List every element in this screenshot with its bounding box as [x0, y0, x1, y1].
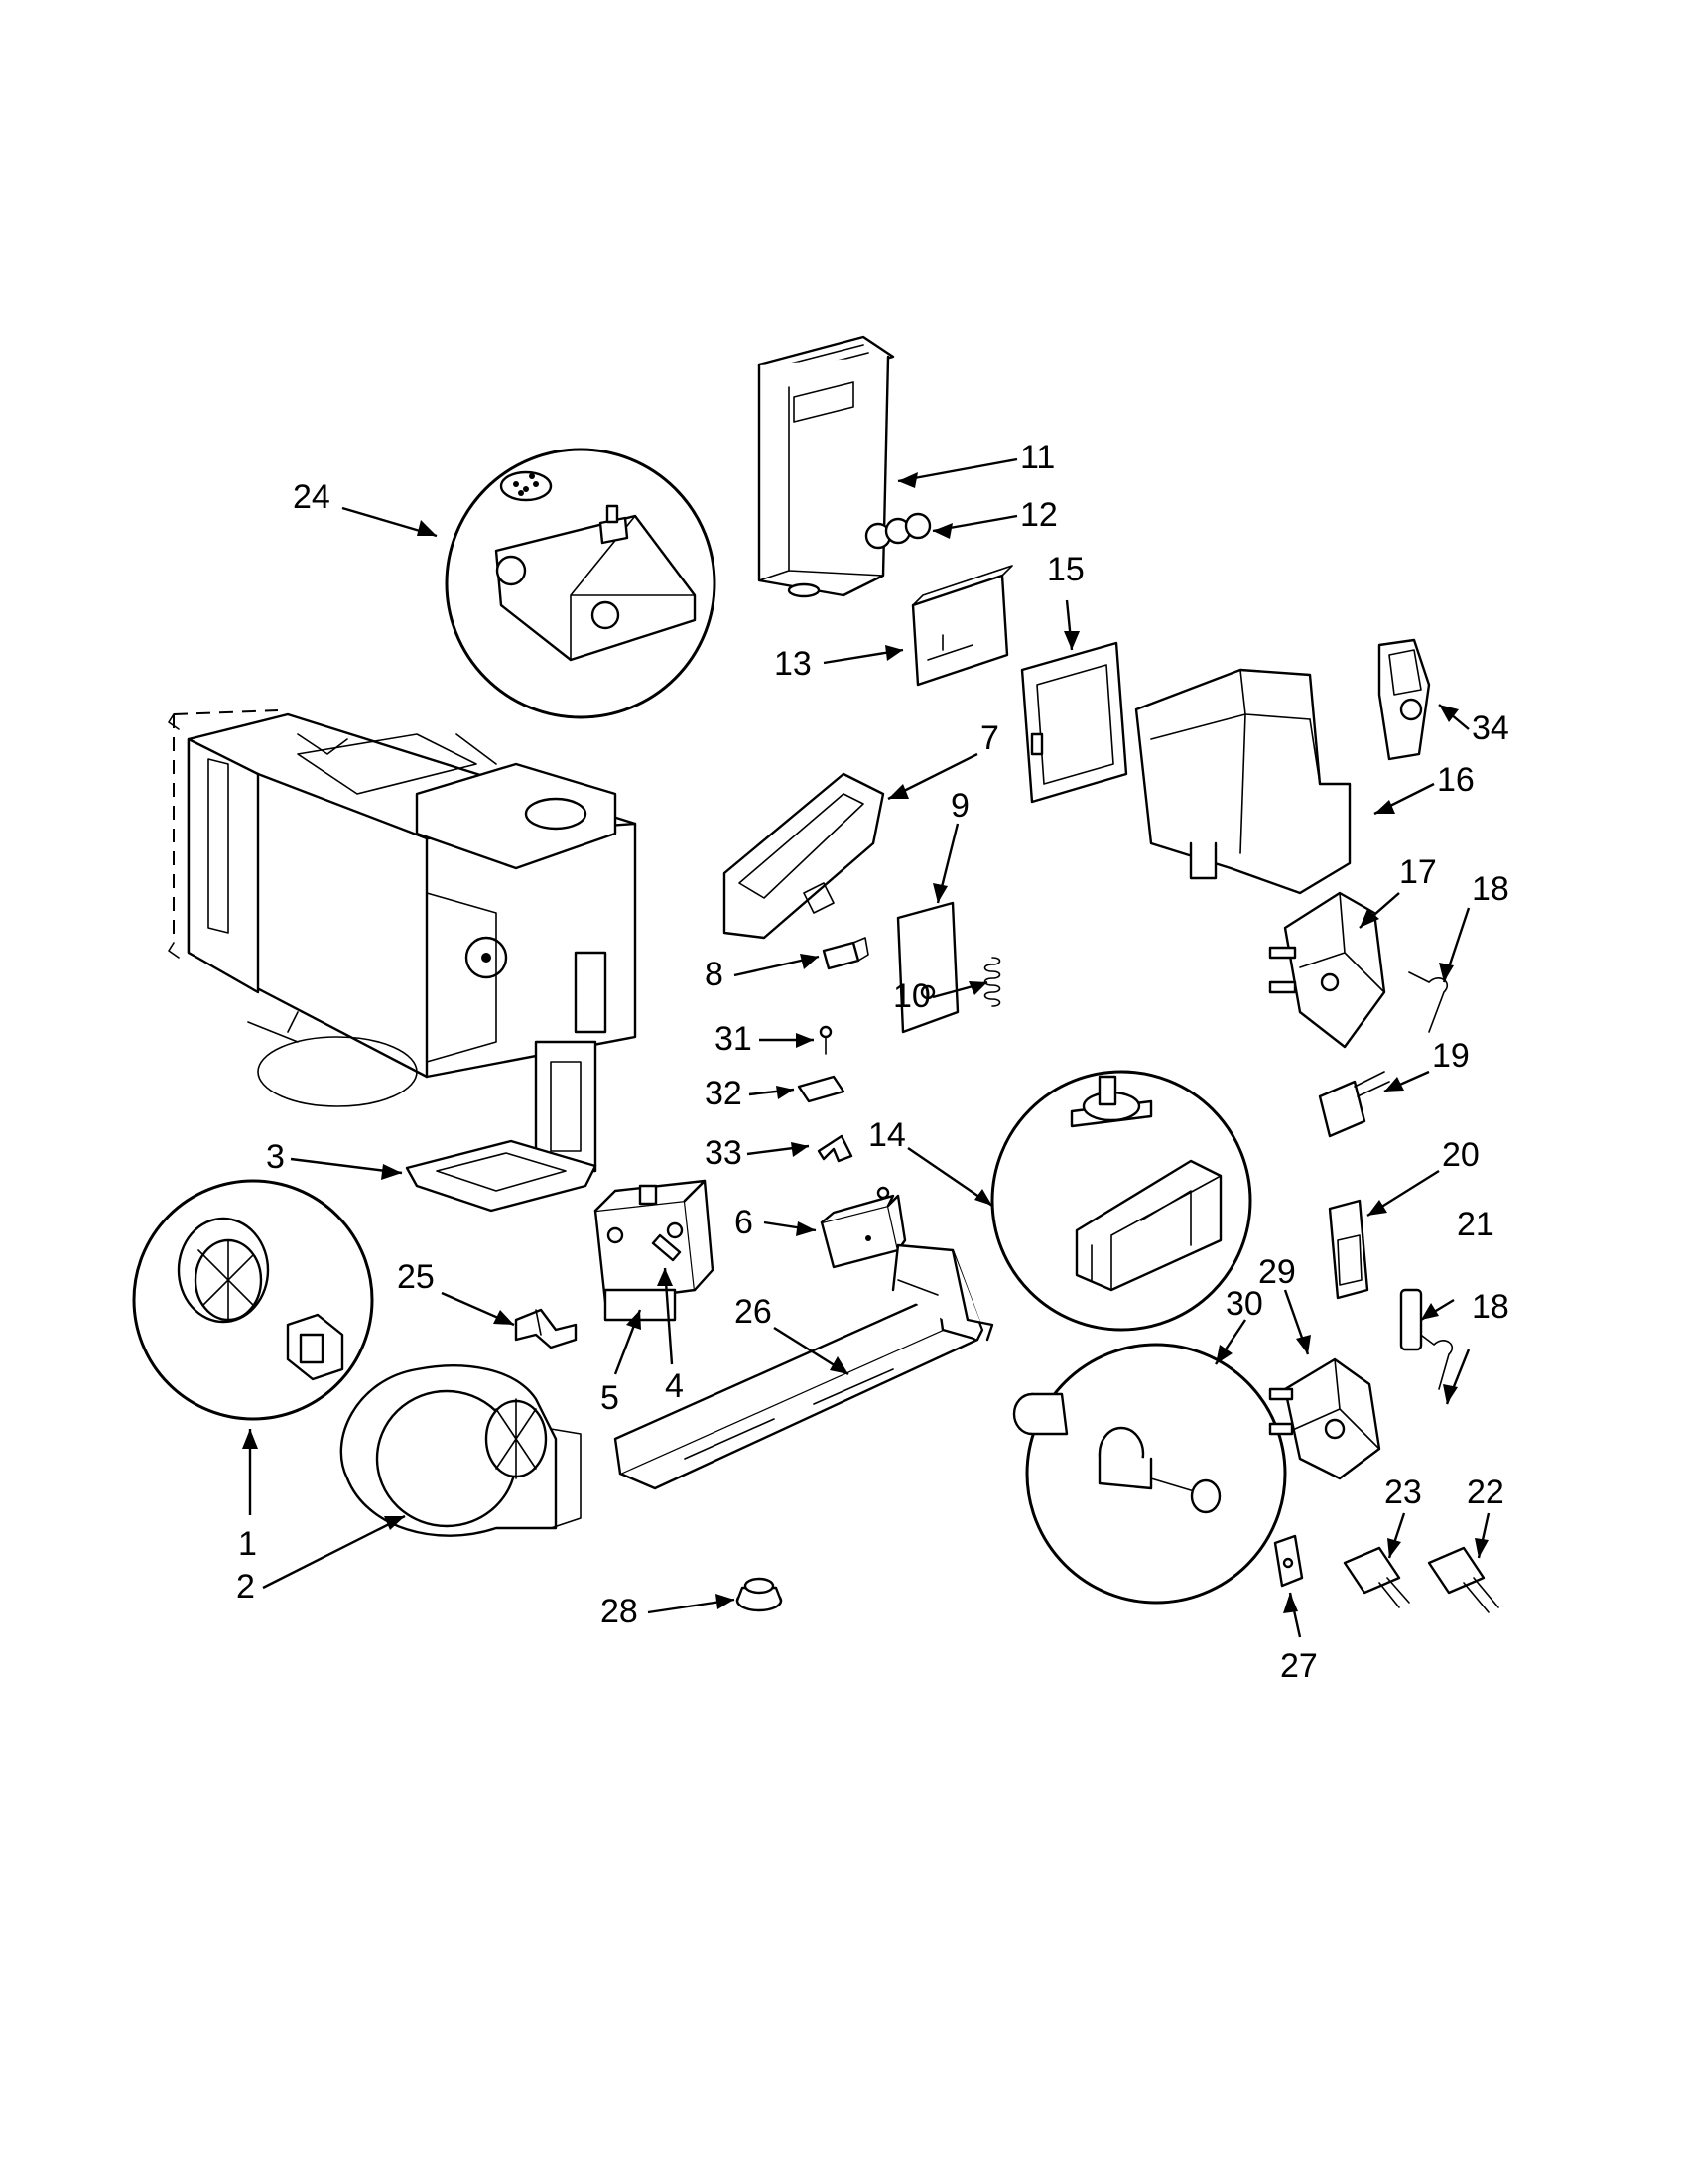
callout-26: 26: [734, 1293, 772, 1331]
callout-24: 24: [293, 478, 330, 516]
callout-5: 5: [600, 1379, 619, 1417]
part-25-bracket: [514, 1308, 578, 1349]
cavity-chassis: [168, 709, 637, 1173]
part-15-panel: [1020, 641, 1128, 804]
callout-30: 30: [1226, 1285, 1263, 1323]
callout-21: 21: [1457, 1206, 1494, 1243]
part-34-latch: [1377, 638, 1431, 761]
callout-17: 17: [1399, 853, 1437, 891]
part-31-screw: [819, 1025, 833, 1055]
callout-14: 14: [868, 1116, 906, 1154]
part-17-holder: [1268, 891, 1386, 1049]
part-3-plate: [405, 1139, 597, 1213]
callout-18-bottom: 18: [1472, 1288, 1509, 1326]
callout-23: 23: [1384, 1474, 1422, 1511]
part-30-detail-circle: [1012, 1343, 1287, 1605]
callout-2: 2: [236, 1568, 255, 1606]
leader-arrowheads: [242, 472, 1489, 1613]
part-23-microswitch: [1343, 1546, 1410, 1608]
callout-32: 32: [705, 1075, 742, 1112]
callout-31: 31: [714, 1020, 752, 1058]
callout-20: 20: [1442, 1136, 1480, 1174]
part-16-housing: [1134, 668, 1352, 895]
part-21-fuse: [1399, 1288, 1423, 1351]
callout-28: 28: [600, 1593, 638, 1630]
callout-13: 13: [774, 645, 812, 683]
part-6-capacitor: [820, 1186, 907, 1269]
part-8-switch: [822, 937, 869, 970]
part-32-plate: [797, 1075, 845, 1103]
callout-29: 29: [1258, 1253, 1296, 1291]
callout-15: 15: [1047, 551, 1085, 588]
part-33-clip: [817, 1134, 853, 1163]
part-22-microswitch: [1427, 1546, 1499, 1613]
callout-25: 25: [397, 1258, 435, 1296]
callout-18-top: 18: [1472, 870, 1509, 908]
part-18-spring-bottom: [1413, 1329, 1454, 1390]
part-28-foot: [735, 1577, 783, 1612]
callout-9: 9: [951, 787, 970, 825]
part-2-blower-housing: [339, 1364, 582, 1537]
part-24-detail-circle: [445, 448, 716, 719]
callout-33: 33: [705, 1134, 742, 1172]
part-29-holder: [1268, 1357, 1381, 1480]
callout-16: 16: [1437, 761, 1475, 799]
callout-6: 6: [734, 1204, 753, 1241]
part-20-bracket: [1328, 1199, 1369, 1300]
part-5-magnetron: [593, 1179, 714, 1322]
callout-11: 11: [1020, 439, 1055, 476]
callout-12: 12: [1020, 496, 1058, 534]
part-19-fuse: [1318, 1071, 1390, 1138]
callout-34: 34: [1472, 709, 1509, 747]
part-11-bracket: [757, 335, 895, 598]
part-12-tubes: [864, 512, 932, 550]
callout-8: 8: [705, 956, 723, 993]
callout-10: 10: [893, 977, 931, 1015]
callout-1: 1: [238, 1525, 257, 1563]
part-13-board: [911, 565, 1013, 687]
part-18-spring-top: [1408, 971, 1449, 1033]
part-27-latch: [1273, 1534, 1304, 1588]
callout-7: 7: [980, 719, 999, 757]
part-7-assembly: [722, 772, 885, 940]
part-9-plate: [896, 901, 960, 1034]
part-1-detail-circle: [132, 1179, 374, 1421]
callout-labels: 11 12 13 15 24 34 16 7 9 17 18 8 10 31 1…: [236, 439, 1509, 1685]
callout-22: 22: [1467, 1474, 1504, 1511]
callout-19: 19: [1432, 1037, 1470, 1075]
callout-4: 4: [665, 1367, 684, 1405]
callout-27: 27: [1280, 1647, 1318, 1685]
callout-3: 3: [266, 1138, 285, 1176]
part-14-detail-circle: [990, 1070, 1252, 1332]
part-26-duct: [613, 1243, 994, 1490]
